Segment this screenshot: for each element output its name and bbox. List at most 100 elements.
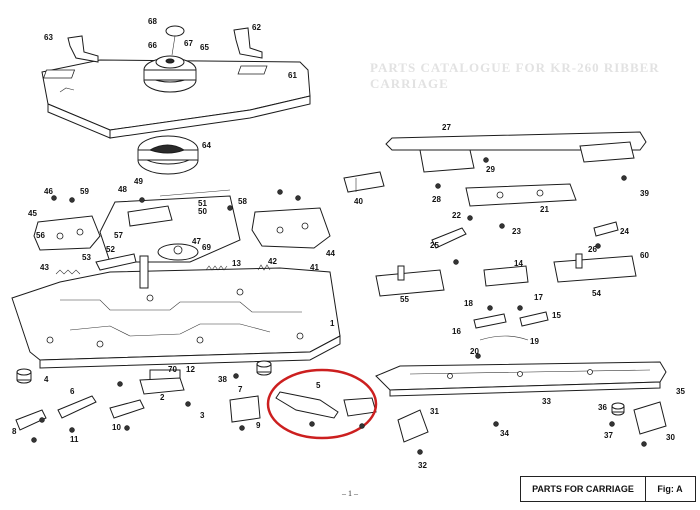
plate-54: [553, 253, 637, 283]
title-block-figure: Fig: A: [657, 484, 683, 494]
callout-9: 9: [256, 421, 261, 430]
callout-7: 7: [238, 385, 243, 394]
callout-53: 53: [82, 253, 91, 262]
callout-47: 47: [192, 237, 201, 246]
callout-55: 55: [400, 295, 409, 304]
bracket-9: [229, 395, 261, 423]
callout-41: 41: [310, 263, 319, 272]
callout-8: 8: [12, 427, 17, 436]
callout-30: 30: [666, 433, 675, 442]
lever-8: [15, 409, 47, 431]
callout-33: 33: [542, 397, 551, 406]
lower-rail-33: [375, 361, 667, 397]
callout-40: 40: [354, 197, 363, 206]
callout-32: 32: [418, 461, 427, 470]
callout-37: 37: [604, 431, 613, 440]
callout-58: 58: [238, 197, 247, 206]
upper-rail-27: [385, 131, 647, 173]
plate-55: [375, 265, 445, 297]
bracket-62: [233, 27, 263, 59]
watermark-text: PARTS CATALOGUE FOR KR-260 RIBBER CARRIA…: [370, 60, 660, 91]
lever-6: [57, 395, 97, 419]
callout-69: 69: [202, 243, 211, 252]
callout-61: 61: [288, 71, 297, 80]
callout-23: 23: [512, 227, 521, 236]
plate-21: [465, 183, 577, 207]
lever-10: [109, 399, 145, 419]
callout-11: 11: [70, 435, 79, 444]
page-number: – 1 –: [342, 489, 358, 498]
callout-68: 68: [148, 17, 157, 26]
callout-27: 27: [442, 123, 451, 132]
callout-21: 21: [540, 205, 549, 214]
callout-35: 35: [676, 387, 685, 396]
callout-15: 15: [552, 311, 561, 320]
callout-6: 6: [70, 387, 75, 396]
callout-38: 38: [218, 375, 227, 384]
lever-16: [473, 313, 507, 329]
lever-53: [95, 253, 149, 289]
latch-part-5: [275, 391, 377, 419]
title-block: PARTS FOR CARRIAGE Fig: A: [520, 476, 696, 502]
callout-44: 44: [326, 249, 335, 258]
callout-63: 63: [44, 33, 53, 42]
callout-49: 49: [134, 177, 143, 186]
callout-66: 66: [148, 41, 157, 50]
link-19: [479, 335, 529, 341]
callout-34: 34: [500, 429, 509, 438]
callout-56: 56: [36, 231, 45, 240]
cam-disk-64: [137, 135, 199, 175]
lever-24: [593, 221, 619, 237]
callout-1: 1: [330, 319, 335, 328]
callout-62: 62: [252, 23, 261, 32]
title-block-title: PARTS FOR CARRIAGE: [521, 477, 646, 501]
right-bracket-44: [251, 207, 331, 249]
roller-4: [16, 368, 32, 384]
bracket-31: [397, 409, 429, 443]
bracket-40: [343, 171, 385, 193]
callout-18: 18: [464, 299, 473, 308]
callout-31: 31: [430, 407, 439, 416]
callout-36: 36: [598, 403, 607, 412]
main-carriage-plate: [11, 267, 341, 369]
callout-51: 51: [198, 199, 207, 208]
callout-29: 29: [486, 165, 495, 174]
callout-24: 24: [620, 227, 629, 236]
lever-25: [431, 227, 467, 249]
callout-10: 10: [112, 423, 121, 432]
callout-5: 5: [316, 381, 321, 390]
sub-plate-assembly: [99, 189, 241, 263]
roller-4b: [256, 360, 272, 376]
callout-57: 57: [114, 231, 123, 240]
callout-16: 16: [452, 327, 461, 336]
callout-54: 54: [592, 289, 601, 298]
callout-52: 52: [106, 245, 115, 254]
callout-22: 22: [452, 211, 461, 220]
callout-42: 42: [268, 257, 277, 266]
callout-26: 26: [588, 245, 597, 254]
roller-36: [611, 402, 625, 416]
callout-20: 20: [470, 347, 479, 356]
top-cover-plate: [41, 59, 311, 139]
plate-2: [139, 377, 185, 395]
callout-65: 65: [200, 43, 209, 52]
callout-64: 64: [202, 141, 211, 150]
spring-42: [257, 264, 271, 271]
left-bracket-45: [33, 215, 101, 251]
bracket-30: [633, 401, 667, 435]
callout-28: 28: [432, 195, 441, 204]
bracket-14: [483, 265, 529, 287]
bracket-63: [67, 35, 99, 63]
screws: [31, 157, 647, 455]
highlight-circle: [266, 368, 378, 440]
callout-2: 2: [160, 393, 165, 402]
spring-13: [205, 265, 228, 271]
callout-3: 3: [200, 411, 205, 420]
lever-15: [519, 311, 549, 327]
callout-46: 46: [44, 187, 53, 196]
callout-25: 25: [430, 241, 439, 250]
callout-48: 48: [118, 185, 127, 194]
